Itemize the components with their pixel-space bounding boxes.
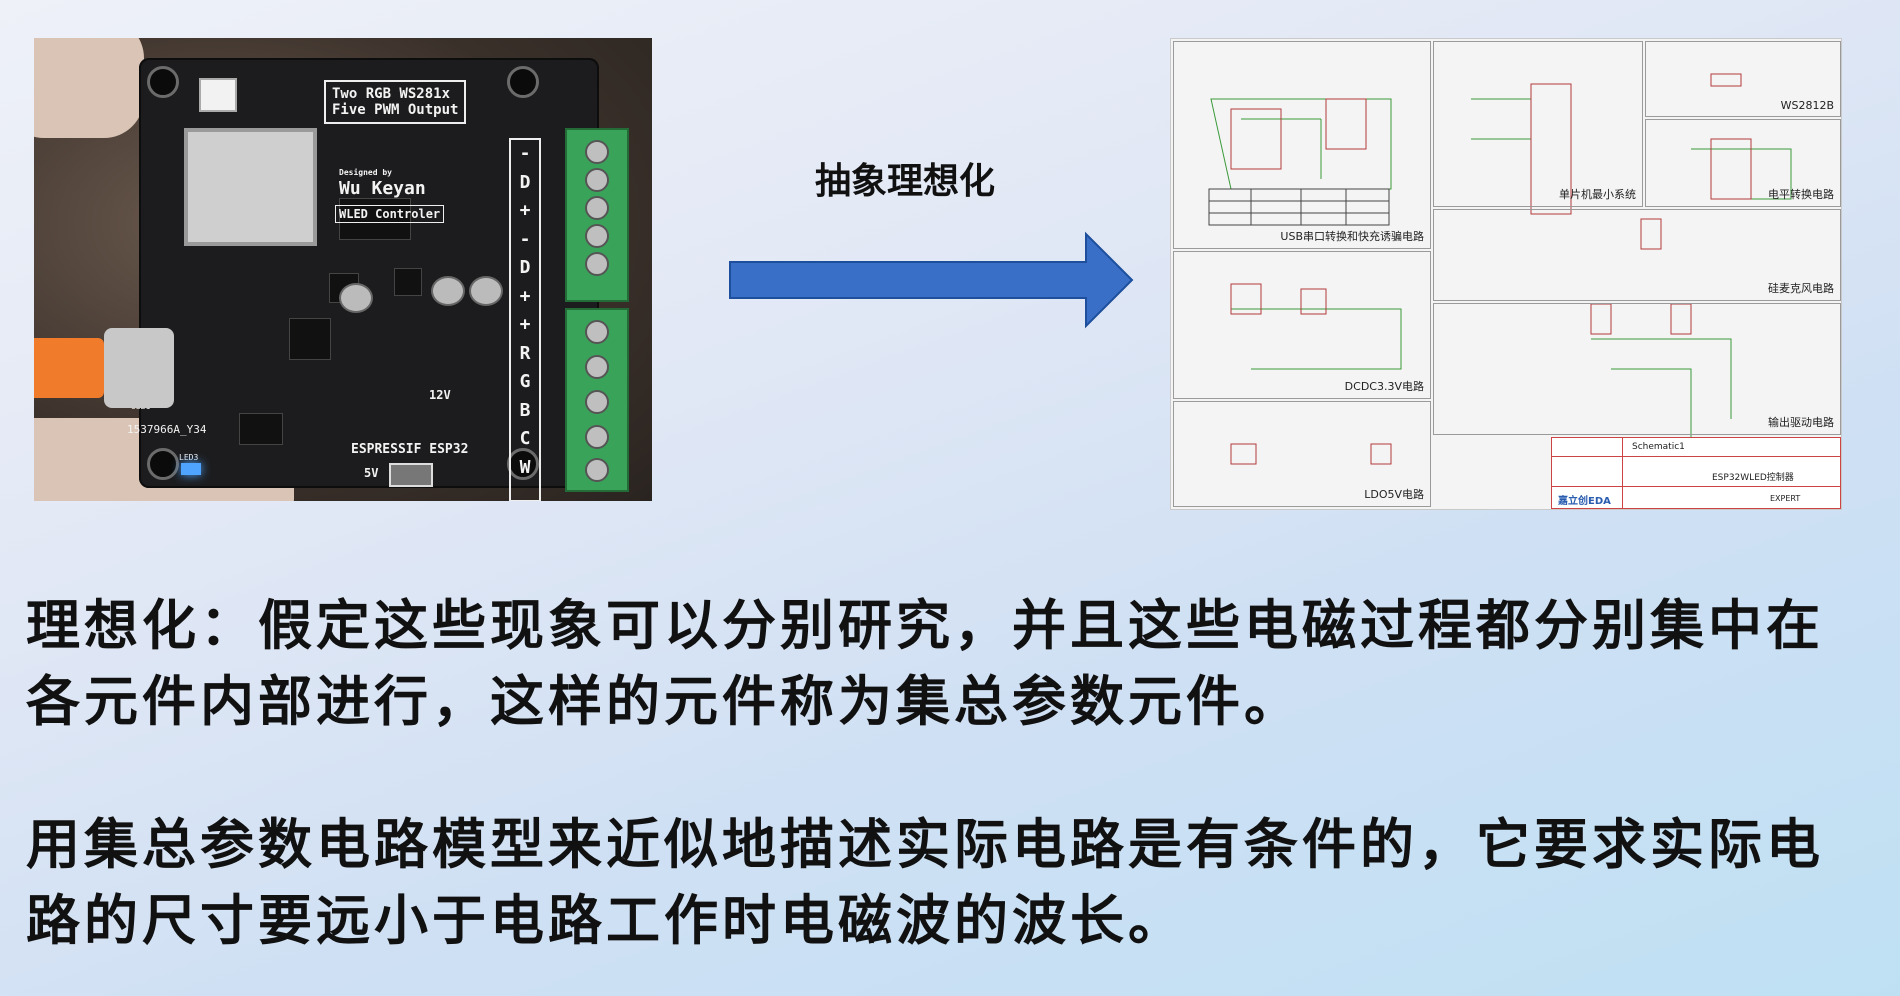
schematic-panel-ws2812b: WS2812B	[1645, 41, 1841, 117]
terminal-label: B	[519, 399, 531, 421]
title-block-divider	[1622, 438, 1623, 508]
mount-hole	[147, 448, 179, 480]
schematic-caption: LDO5V电路	[1364, 488, 1424, 501]
terminal-label: -	[519, 228, 531, 250]
pcb-board: Two RGB WS281x Five PWM Output Designed …	[127, 58, 629, 501]
usb-connector	[104, 328, 174, 408]
silk-designer: Wu Keyan	[339, 178, 426, 199]
terminal-screw	[585, 320, 609, 344]
esp32-module	[184, 128, 317, 246]
schematic-caption: WS2812B	[1780, 99, 1834, 112]
usb-cable	[34, 338, 104, 398]
rgb-led	[199, 78, 237, 112]
schematic-caption: DCDC3.3V电路	[1344, 380, 1424, 393]
schematic-panel-dcdc: DCDC3.3V电路	[1173, 251, 1431, 399]
silk-title-line2: Five PWM Output	[332, 102, 459, 118]
schematic-caption: USB串口转换和快充诱骗电路	[1280, 230, 1424, 243]
mount-hole	[507, 66, 539, 98]
terminal-screw	[585, 390, 609, 414]
schematic-panel-output-driver: 输出驱动电路	[1433, 303, 1841, 435]
capacitor	[431, 276, 465, 306]
terminal-label: +	[519, 285, 531, 307]
title-block-sheet: Schematic1	[1632, 442, 1685, 452]
terminal-screw	[585, 252, 609, 276]
schematic-caption: 硅麦克风电路	[1768, 282, 1834, 295]
silk-part-number: 1537966A_Y34	[127, 423, 207, 436]
terminal-label: -	[519, 143, 531, 164]
silk-designed-by: Designed by	[339, 168, 392, 177]
terminal-screw	[585, 140, 609, 164]
screw-terminal-block	[565, 128, 629, 302]
screw-terminal-block	[565, 308, 629, 492]
terminal-label-strip: - D + - D + + R G B C W	[509, 138, 541, 501]
schematic-panel-mcu: 单片机最小系统	[1433, 41, 1643, 207]
mount-hole	[147, 66, 179, 98]
terminal-label: C	[519, 428, 531, 449]
slide-switch	[389, 463, 433, 487]
pcb-photo: Two RGB WS281x Five PWM Output Designed …	[34, 38, 652, 501]
terminal-screw	[585, 168, 609, 192]
terminal-label: R	[519, 342, 531, 364]
finger	[34, 38, 144, 138]
schematic-overview: USB串口转换和快充诱骗电路 单片机最小系统 WS2812B 电平转换电路 硅麦…	[1170, 38, 1842, 510]
schematic-panel-usb: USB串口转换和快充诱骗电路	[1173, 41, 1431, 249]
schematic-panel-microphone: 硅麦克风电路	[1433, 209, 1841, 301]
terminal-screw	[585, 425, 609, 449]
schematic-caption: 单片机最小系统	[1559, 188, 1636, 201]
schematic-panel-ldo: LDO5V电路	[1173, 401, 1431, 507]
terminal-screw	[585, 196, 609, 220]
status-led	[181, 463, 201, 475]
title-block-project: ESP32WLED控制器	[1712, 473, 1794, 483]
silk-voltage-12v: 12V	[429, 388, 451, 402]
schematic-wires	[1208, 73, 1792, 465]
terminal-screw	[585, 458, 609, 482]
schematic-caption: 电平转换电路	[1768, 188, 1834, 201]
terminal-label: D	[519, 171, 531, 193]
schematic-caption: 输出驱动电路	[1768, 416, 1834, 429]
title-block-divider	[1552, 456, 1840, 457]
title-block-divider	[1552, 486, 1840, 487]
paragraph-lumped-condition: 用集总参数电路模型来近似地描述实际电路是有条件的，它要求实际电路的尺寸要远小于电…	[26, 813, 1824, 952]
terminal-screw	[585, 224, 609, 248]
right-arrow-shape	[729, 231, 1134, 329]
arrow-label: 抽象理想化	[815, 161, 996, 202]
silk-brand: ESPRESSIF ESP32	[351, 442, 469, 457]
schematic-title-block: Schematic1 ESP32WLED控制器 嘉立创EDA EXPERT	[1551, 437, 1841, 509]
ic-chip	[394, 268, 422, 296]
title-block-expert: EXPERT	[1770, 494, 1801, 503]
terminal-label: D	[519, 257, 531, 278]
schematic-panel-level-shift: 电平转换电路	[1645, 119, 1841, 207]
mount-hole	[507, 448, 539, 480]
board-title-silkscreen: Two RGB WS281x Five PWM Output	[324, 80, 467, 124]
ic-chip	[289, 318, 331, 360]
silk-led-label: LED3	[179, 453, 199, 462]
silk-title-line1: Two RGB WS281x	[332, 86, 451, 102]
terminal-label: W	[519, 456, 531, 478]
right-arrow-icon	[729, 231, 1134, 329]
capacitor	[469, 276, 503, 306]
ic-chip	[239, 413, 283, 445]
title-block-brand: 嘉立创EDA	[1558, 496, 1611, 507]
silk-project: WLED Controler	[335, 205, 445, 223]
capacitor	[339, 283, 373, 313]
terminal-label: +	[519, 200, 531, 221]
silk-voltage-5v: 5V	[364, 466, 379, 480]
terminal-labels: - D + - D + + R G B C W	[515, 140, 535, 482]
terminal-label: +	[519, 314, 531, 335]
paragraph-idealization: 理想化：假定这些现象可以分别研究，并且这些电磁过程都分别集中在各元件内部进行，这…	[26, 594, 1824, 733]
terminal-label: G	[519, 371, 531, 392]
terminal-screw	[585, 355, 609, 379]
